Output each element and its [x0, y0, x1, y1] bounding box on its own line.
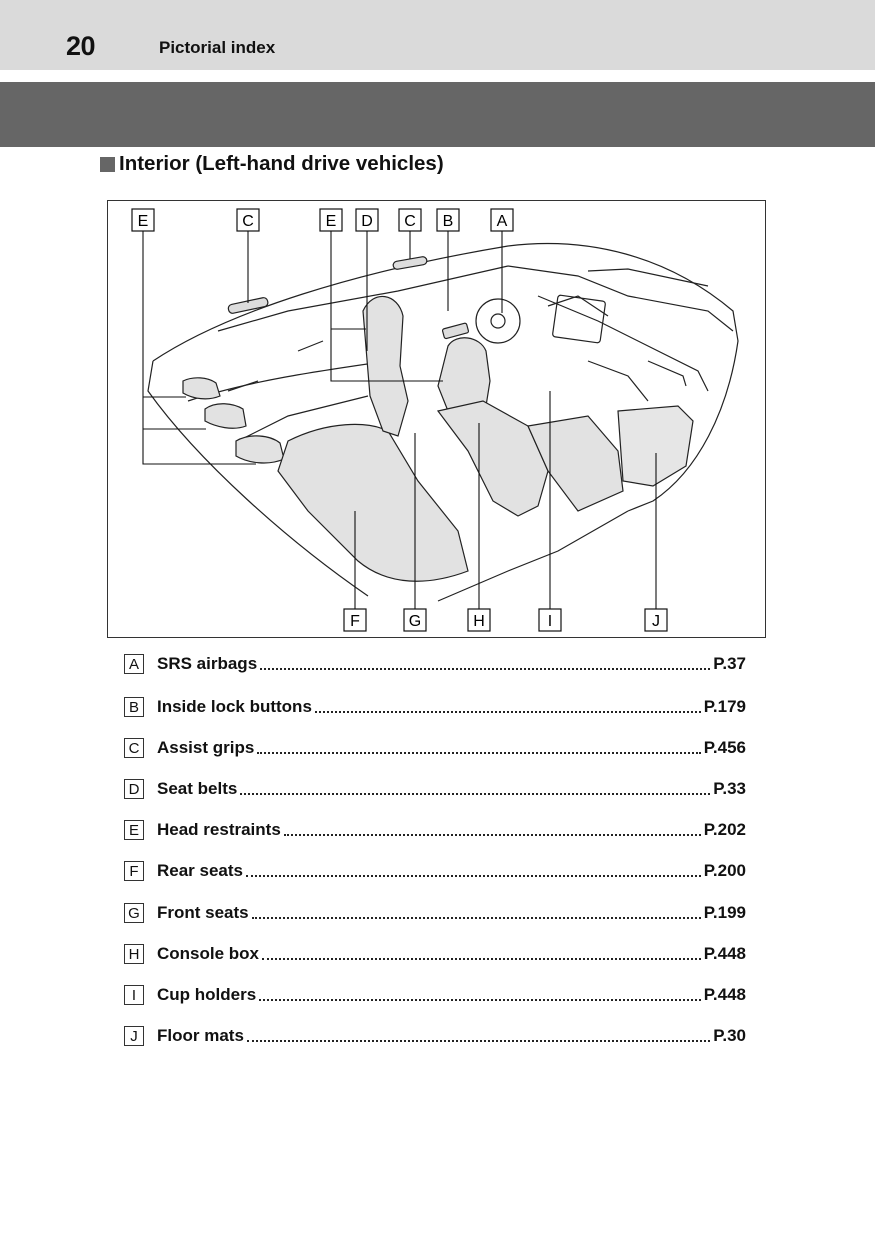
legend-key: D — [124, 779, 144, 799]
section-banner — [0, 82, 875, 147]
legend-key: F — [124, 861, 144, 881]
svg-text:F: F — [350, 613, 360, 630]
legend-row: I Cup holders P.448 — [124, 983, 746, 1007]
legend-label: Inside lock buttons — [157, 697, 312, 716]
car-outline — [147, 242, 739, 602]
page-number: 20 — [66, 31, 96, 61]
legend-key: E — [124, 820, 144, 840]
svg-text:D: D — [361, 213, 373, 230]
callout-D: D — [355, 208, 379, 232]
page-reference: P.456 — [703, 738, 746, 757]
legend-key: H — [124, 944, 144, 964]
legend-key: B — [124, 697, 144, 717]
page-title: Pictorial index — [159, 38, 276, 57]
legend-label: Console box — [157, 944, 260, 963]
leader-dots — [246, 875, 701, 877]
leader-lines — [142, 231, 657, 609]
interior-illustration: E C E D C B A F G H I J — [107, 200, 766, 638]
legend-label: Floor mats — [157, 1026, 244, 1045]
square-bullet-icon — [100, 156, 115, 172]
callout-I: I — [538, 608, 562, 632]
legend-key: G — [124, 903, 144, 923]
svg-text:E: E — [326, 213, 337, 230]
leader-dots — [260, 668, 711, 670]
legend-row: A SRS airbags P.37 — [124, 652, 746, 676]
legend-row: J Floor mats P.30 — [124, 1024, 746, 1048]
legend-row: C Assist grips P.456 — [124, 736, 746, 760]
callout-E-left: E — [131, 208, 155, 232]
svg-text:J: J — [652, 613, 660, 630]
svg-text:B: B — [443, 213, 454, 230]
legend-key: C — [124, 738, 144, 758]
legend-key: I — [124, 985, 144, 1005]
svg-text:C: C — [404, 213, 416, 230]
page-reference: P.37 — [713, 654, 746, 673]
car-interior-drawing: E C E D C B A F G H I J — [131, 208, 739, 632]
legend-row: E Head restraints P.202 — [124, 818, 746, 842]
svg-text:I: I — [548, 613, 552, 630]
svg-text:G: G — [409, 613, 421, 630]
callout-A: A — [490, 208, 514, 232]
page-reference: P.202 — [703, 820, 746, 839]
leader-dots — [314, 711, 701, 713]
legend-row: F Rear seats P.200 — [124, 859, 746, 883]
page-reference: P.33 — [713, 779, 746, 798]
leader-dots — [251, 917, 701, 919]
page-reference: P.179 — [703, 697, 746, 716]
callout-H: H — [467, 608, 491, 632]
leader-dots — [246, 1040, 711, 1042]
legend-label: Cup holders — [157, 985, 257, 1004]
svg-text:A: A — [497, 213, 508, 230]
callouts: E C E D C B A F G H I J — [131, 208, 668, 632]
legend-row: D Seat belts P.33 — [124, 777, 746, 801]
section-heading: Interior (Left-hand drive vehicles) — [100, 152, 444, 176]
legend-label: Assist grips — [157, 738, 255, 757]
leader-dots — [262, 958, 701, 960]
svg-text:H: H — [473, 613, 485, 630]
page-reference: P.448 — [703, 944, 746, 963]
callout-B: B — [436, 208, 460, 232]
legend-row: G Front seats P.199 — [124, 901, 746, 925]
legend-key: J — [124, 1026, 144, 1046]
callout-J: J — [644, 608, 668, 632]
callout-C-left: C — [236, 208, 260, 232]
header-bar: 20 Pictorial index — [0, 0, 875, 70]
legend-row: H Console box P.448 — [124, 942, 746, 966]
seats — [182, 295, 624, 582]
legend-label: Front seats — [157, 903, 249, 922]
floor-mat — [617, 405, 694, 487]
svg-text:E: E — [138, 213, 149, 230]
page-reference: P.30 — [713, 1026, 746, 1045]
leader-dots — [259, 999, 701, 1001]
legend-row: B Inside lock buttons P.179 — [124, 695, 746, 719]
leader-dots — [257, 752, 701, 754]
legend-key: A — [124, 654, 144, 674]
callout-E-center: E — [319, 208, 343, 232]
section-heading-text: Interior (Left-hand drive vehicles) — [119, 152, 444, 175]
page-reference: P.200 — [703, 861, 746, 880]
leader-dots — [240, 793, 711, 795]
callout-C-right: C — [398, 208, 422, 232]
grips — [227, 256, 470, 340]
svg-text:C: C — [242, 213, 254, 230]
callout-F: F — [343, 608, 367, 632]
legend-label: Seat belts — [157, 779, 238, 798]
legend-label: SRS airbags — [157, 654, 258, 673]
callout-G: G — [403, 608, 427, 632]
page-reference: P.199 — [703, 903, 746, 922]
legend-label: Head restraints — [157, 820, 281, 839]
page-reference: P.448 — [703, 985, 746, 1004]
legend-label: Rear seats — [157, 861, 244, 880]
leader-dots — [283, 834, 701, 836]
